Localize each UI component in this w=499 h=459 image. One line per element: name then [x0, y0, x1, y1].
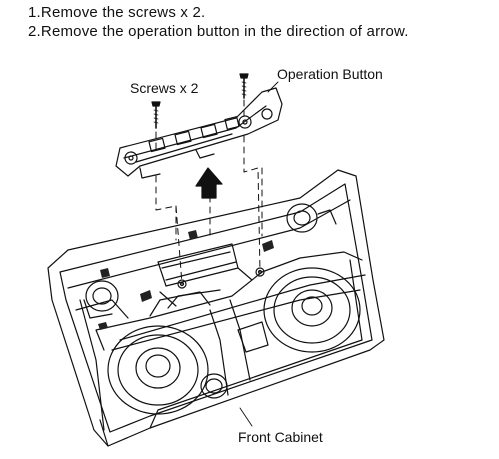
cabinet-clips — [98, 230, 274, 330]
tweeter-left — [84, 281, 118, 318]
front-cabinet — [48, 170, 384, 446]
screw-right — [240, 74, 248, 98]
tweeter-right — [287, 204, 336, 232]
operation-button-label: Operation Button — [277, 66, 383, 82]
speaker-left — [108, 326, 208, 414]
operation-button-part — [116, 88, 282, 178]
front-cabinet-label: Front Cabinet — [238, 429, 323, 445]
screws-label: Screws x 2 — [130, 80, 198, 96]
speaker-right — [264, 268, 360, 352]
screw-left — [152, 102, 160, 128]
removal-arrow — [196, 168, 222, 198]
display-slot — [158, 244, 252, 306]
